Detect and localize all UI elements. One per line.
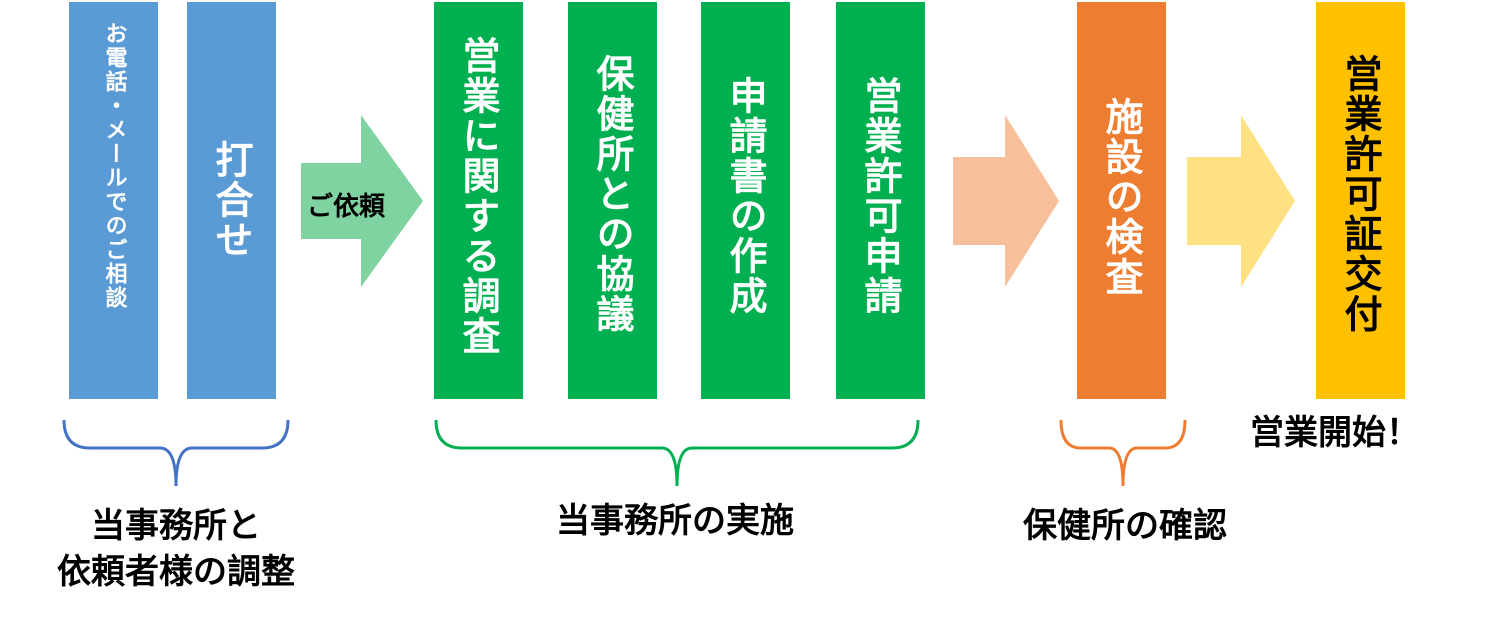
arrow-to-inspection-shape bbox=[953, 115, 1059, 287]
caption-coordination-line2: 依頼者様の調整 bbox=[57, 552, 295, 592]
step-meeting-label: 打合せ bbox=[209, 140, 253, 260]
bracket-office-implementation bbox=[434, 419, 920, 487]
step-health-center-consultation: 保健所との協議 bbox=[568, 2, 657, 399]
final-note-business-start: 営業開始！ bbox=[1250, 413, 1420, 453]
caption-health-center-check-line1: 保健所の確認 bbox=[1023, 506, 1227, 546]
caption-coordination-line1: 当事務所と bbox=[91, 506, 261, 546]
arrow-request-label: ご依頼 bbox=[307, 192, 386, 222]
step-application-preparation-label: 申請書の作成 bbox=[723, 76, 767, 316]
step-consultation: お電話・メールでのご相談 bbox=[69, 2, 158, 399]
arrow-to-issuance bbox=[1187, 115, 1295, 287]
step-consultation-label: お電話・メールでのご相談 bbox=[101, 22, 127, 310]
step-business-survey: 営業に関する調査 bbox=[434, 2, 523, 399]
caption-health-center-check: 保健所の確認 bbox=[990, 503, 1260, 549]
caption-office-implementation-line1: 当事務所の実施 bbox=[556, 501, 794, 541]
bracket-coordination bbox=[62, 419, 290, 487]
step-business-survey-label: 営業に関する調査 bbox=[456, 36, 500, 356]
arrow-to-inspection bbox=[953, 115, 1059, 287]
bracket-health-center-check bbox=[1059, 419, 1187, 487]
arrow-to-issuance-shape bbox=[1187, 115, 1295, 287]
step-permit-issuance-label: 営業許可証交付 bbox=[1338, 54, 1382, 334]
caption-coordination: 当事務所と 依頼者様の調整 bbox=[20, 503, 332, 595]
caption-office-implementation: 当事務所の実施 bbox=[500, 498, 850, 544]
step-permit-application: 営業許可申請 bbox=[836, 2, 925, 399]
arrow-request bbox=[301, 115, 423, 287]
step-permit-application-label: 営業許可申請 bbox=[858, 76, 902, 316]
step-application-preparation: 申請書の作成 bbox=[701, 2, 790, 399]
step-health-center-consultation-label: 保健所との協議 bbox=[590, 54, 634, 334]
step-permit-issuance: 営業許可証交付 bbox=[1316, 2, 1405, 399]
step-meeting: 打合せ bbox=[187, 2, 276, 399]
step-facility-inspection: 施設の検査 bbox=[1077, 2, 1166, 399]
step-facility-inspection-label: 施設の検査 bbox=[1099, 97, 1143, 297]
arrow-request-shape bbox=[301, 115, 423, 287]
